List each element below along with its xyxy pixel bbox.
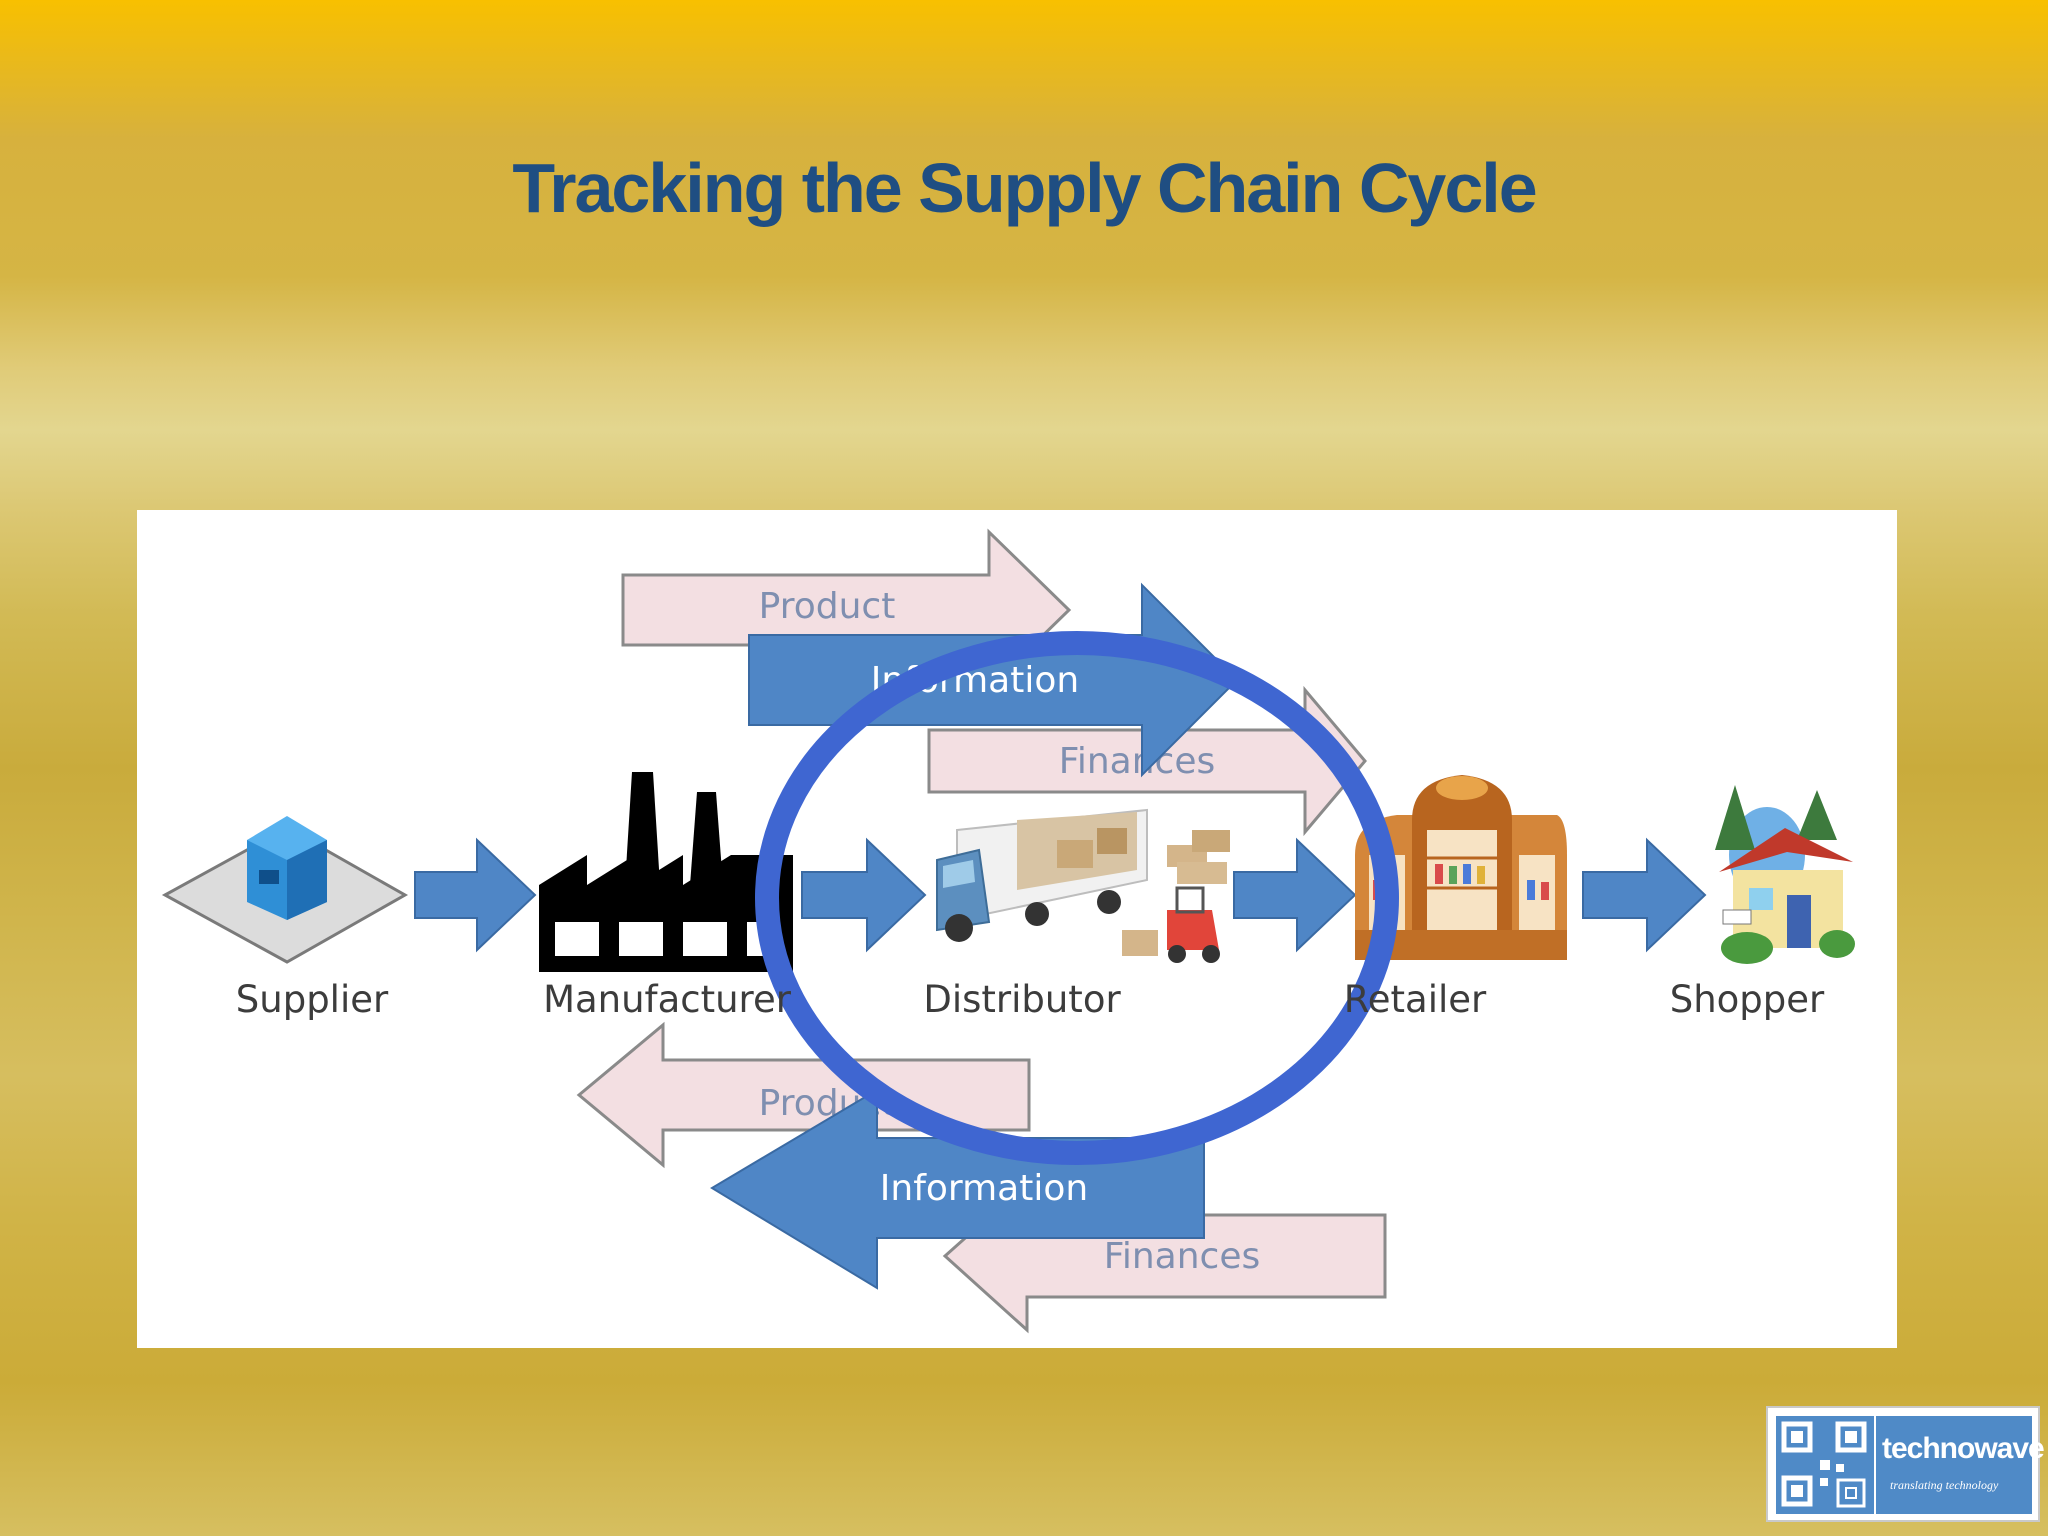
stage-label-distributor: Distributor <box>923 978 1121 1021</box>
slide-title: Tracking the Supply Chain Cycle <box>512 149 1537 227</box>
stage-label-retailer: Retailer <box>1343 978 1487 1021</box>
logo-name: technowave <box>1882 1432 2045 1465</box>
retailer-to-shopper-arrow <box>1582 837 1707 953</box>
stage-label-supplier: Supplier <box>235 978 389 1021</box>
technowave-logo: technowave translating technology <box>1766 1406 2045 1522</box>
logo-brand: technowave translating technology <box>1876 1416 2045 1514</box>
manufacturer-to-distributor-arrow <box>801 837 927 953</box>
stage-label-shopper: Shopper <box>1669 978 1825 1021</box>
warehouse-icon <box>161 816 409 964</box>
supply-chain-diagram: Product Finances Information Product Fin… <box>137 510 1897 1348</box>
distributor-to-retailer-arrow <box>1233 837 1357 953</box>
factory-icon <box>539 772 793 972</box>
reverse-information-arrow: Information <box>710 1088 1205 1290</box>
truck-icon <box>936 808 1230 963</box>
forward-finances-label: Finances <box>1059 741 1215 782</box>
stage-label-manufacturer: Manufacturer <box>543 978 791 1021</box>
distributor-highlight-circle <box>755 631 1399 1165</box>
qr-code-icon <box>1776 1416 1874 1514</box>
logo-tagline: translating technology <box>1890 1478 1999 1492</box>
reverse-finances-label: Finances <box>1104 1236 1260 1277</box>
house-icon <box>1715 785 1855 964</box>
reverse-information-label: Information <box>880 1168 1088 1209</box>
supplier-to-manufacturer-arrow <box>414 837 537 953</box>
forward-product-label: Product <box>759 586 896 627</box>
